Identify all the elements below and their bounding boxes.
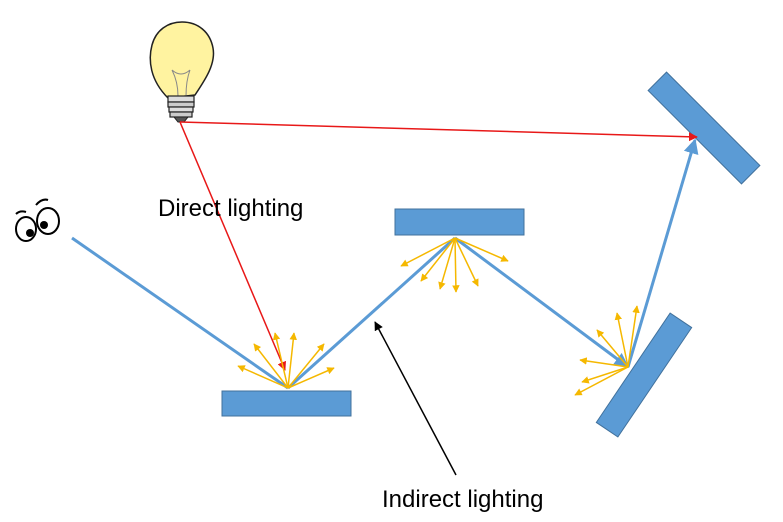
eyes-icon <box>15 198 60 242</box>
right-upper-surface <box>647 71 761 185</box>
view-ray <box>71 236 289 390</box>
right-lower-surface <box>595 312 693 438</box>
top-surface <box>394 208 525 236</box>
bounce-ray-1 <box>286 236 457 390</box>
bounce-ray-2 <box>454 236 630 369</box>
direct-ray-to-floor <box>179 121 286 371</box>
scatter-right <box>574 305 640 396</box>
scatter-bottom <box>237 332 335 389</box>
light-bulb-icon <box>149 21 215 123</box>
direct-lighting-label: Direct lighting <box>158 195 303 222</box>
direct-ray-to-wall <box>179 121 698 142</box>
scatter-top <box>400 237 509 293</box>
bounce-ray-3 <box>626 138 699 368</box>
bottom-surface <box>221 390 352 417</box>
indirect-pointer-arrow <box>374 321 457 476</box>
indirect-lighting-label: Indirect lighting <box>382 486 543 513</box>
